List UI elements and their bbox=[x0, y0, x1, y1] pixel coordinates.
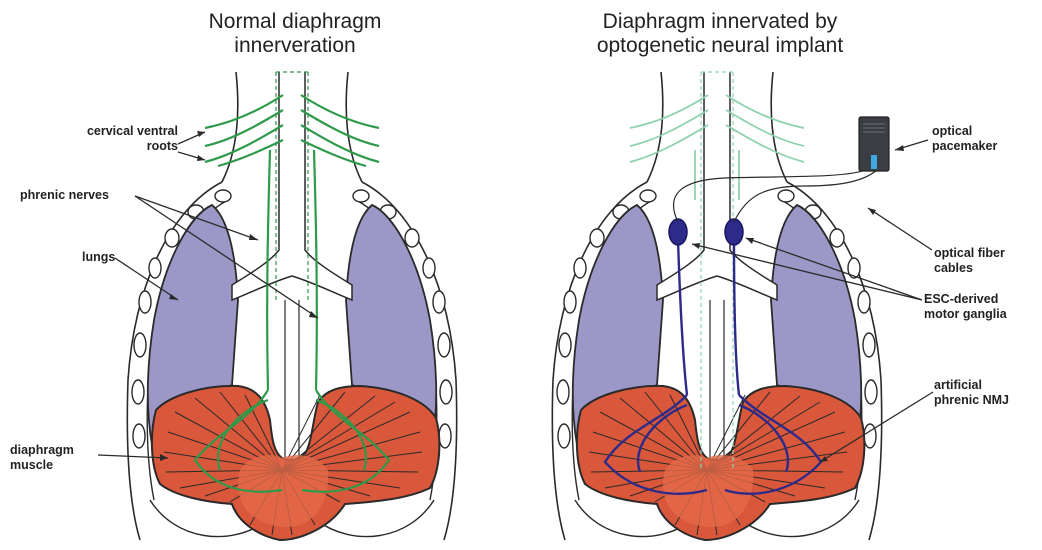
label-fiber-line-1: optical fiber bbox=[934, 246, 1005, 261]
label-diaphragm-line-2: muscle bbox=[10, 458, 74, 473]
motor-ganglion-left bbox=[669, 219, 687, 245]
right-title-line-1: Diaphragm innervated by bbox=[560, 10, 880, 34]
label-optical-pacemaker: optical pacemaker bbox=[932, 124, 997, 154]
label-optical-fiber-cables: optical fiber cables bbox=[934, 246, 1005, 276]
label-esc-line-1: ESC-derived bbox=[924, 292, 1007, 307]
label-nmj-line-1: artificial bbox=[934, 378, 1009, 393]
optical-pacemaker-device bbox=[859, 117, 889, 171]
label-esc-derived-motor-ganglia: ESC-derived motor ganglia bbox=[924, 292, 1007, 322]
label-diaphragm-line-1: diaphragm bbox=[10, 443, 74, 458]
label-artificial-phrenic-nmj: artificial phrenic NMJ bbox=[934, 378, 1009, 408]
thorax-anatomy-right bbox=[552, 72, 881, 540]
label-pacemaker-line-1: optical bbox=[932, 124, 997, 139]
label-lungs: lungs bbox=[82, 250, 115, 265]
label-cervical-ventral-roots: cervical ventral roots bbox=[40, 124, 178, 154]
label-cervical-line-1: cervical ventral bbox=[40, 124, 178, 139]
optogenetic-anatomy-panel bbox=[552, 72, 889, 540]
label-phrenic-nerves: phrenic nerves bbox=[20, 188, 109, 203]
label-diaphragm-muscle: diaphragm muscle bbox=[10, 443, 74, 473]
label-cervical-line-2: roots bbox=[40, 139, 178, 154]
left-title-line-1: Normal diaphragm bbox=[195, 10, 395, 34]
label-nmj-line-2: phrenic NMJ bbox=[934, 393, 1009, 408]
label-pacemaker-line-2: pacemaker bbox=[932, 139, 997, 154]
label-esc-line-2: motor ganglia bbox=[924, 307, 1007, 322]
left-title: Normal diaphragm innerveration bbox=[195, 10, 395, 58]
label-fiber-line-2: cables bbox=[934, 261, 1005, 276]
left-title-line-2: innerveration bbox=[195, 34, 395, 58]
right-title-line-2: optogenetic neural implant bbox=[560, 34, 880, 58]
motor-ganglion-right bbox=[725, 219, 743, 245]
right-title: Diaphragm innervated by optogenetic neur… bbox=[560, 10, 880, 58]
